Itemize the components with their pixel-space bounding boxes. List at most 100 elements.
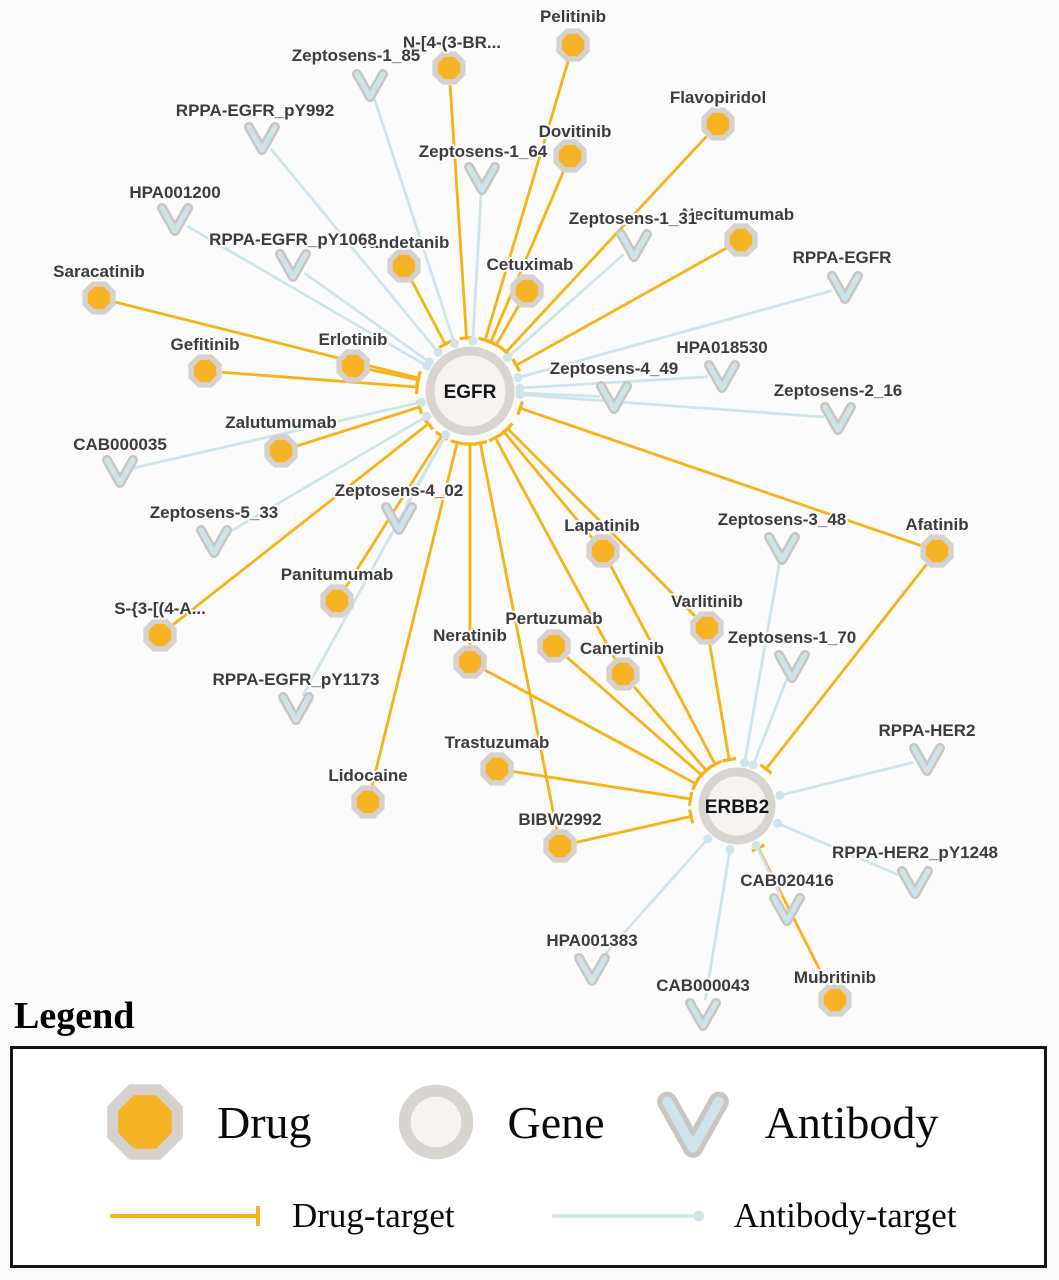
drug-node-trastuzumab: [480, 752, 514, 786]
node-label-rppa-her2-py1248: RPPA-HER2_pY1248: [832, 843, 998, 862]
antibody-node-glyph-zeptosens-2_16: [822, 404, 854, 433]
drug-target-edge-vandetanib-egfr: [410, 280, 447, 345]
edge-tee-trastuzumab: [687, 791, 694, 807]
node-label-lidocaine: Lidocaine: [328, 766, 407, 785]
edge-dot-zeptosens-2_16: [515, 390, 525, 400]
drug-node-necitumumab: [724, 223, 758, 257]
antibody-target-edge-cab000043-erbb2: [703, 849, 732, 1001]
antibody-target-edge-rppa-egfr-py992-egfr: [269, 147, 440, 354]
node-label-zeptosens-1_85: Zeptosens-1_85: [292, 46, 421, 65]
drug-target-edge-flavopiridol-egfr: [505, 135, 708, 354]
edge-tee-bibw2992: [688, 809, 695, 824]
antibody-node-glyph-zeptosens-3_48: [766, 534, 798, 563]
drug-node-s3-4a: [143, 618, 177, 652]
drug-target-edge-pertuzumab-erbb2: [565, 656, 703, 777]
node-label-zeptosens-1_70: Zeptosens-1_70: [728, 628, 857, 647]
node-label-zeptosens-4_02: Zeptosens-4_02: [335, 481, 464, 500]
drug-node-neratinib: [453, 645, 487, 679]
drug-target-edge-lapatinib-egfr: [502, 430, 594, 539]
edge-dot-rppa-egfr-py992: [433, 347, 443, 357]
edge-dot-cab000043: [725, 844, 735, 854]
node-label-saracatinib: Saracatinib: [53, 262, 145, 281]
drug-node-afatinib: [920, 534, 954, 568]
edge-tee-canertinib: [488, 432, 503, 443]
node-label-zeptosens-4_49: Zeptosens-4_49: [550, 359, 679, 378]
antibody-node-glyph-rppa-her2-py1248: [899, 868, 931, 897]
drug-node-saracatinib: [82, 281, 116, 315]
antibody-node-glyph-cab000043: [687, 1000, 719, 1029]
node-label-mubritinib: Mubritinib: [794, 968, 876, 987]
antibody-node-glyph-rppa-egfr-py992: [246, 124, 278, 153]
antibody-node-glyph-rppa-her2: [911, 745, 943, 774]
edge-dot-rppa-egfr: [513, 373, 523, 383]
legend-item-drug: Drug: [99, 1076, 312, 1168]
antibody-target-edge-icon: [551, 1210, 705, 1222]
node-label-bibw2992: BIBW2992: [518, 810, 601, 829]
drug-node-lapatinib: [586, 534, 620, 568]
antibody-target-edge-rppa-her2-py1248-erbb2: [776, 821, 903, 878]
antibody-target-edge-rppa-egfr-py1068-egfr: [303, 271, 431, 364]
edge-tee-afatinib: [516, 401, 524, 416]
legend-item-drug-target: Drug-target: [108, 1196, 455, 1236]
drug-node-bibw2992: [543, 829, 577, 863]
node-label-varlitinib: Varlitinib: [671, 592, 743, 611]
drug-node-vandetanib: [387, 249, 421, 283]
node-label-hpa018530: HPA018530: [676, 338, 767, 357]
node-label-pelitinib: Pelitinib: [540, 7, 606, 26]
legend-drug-target-label: Drug-target: [292, 1196, 455, 1235]
edge-dot-rppa-egfr-py1173: [441, 430, 451, 440]
antibody-target-edge-cab020416-erbb2: [754, 844, 783, 898]
antibody-target-edge-zeptosens-4_49-egfr: [519, 391, 601, 398]
node-label-dovitinib: Dovitinib: [539, 122, 612, 141]
gene-label-erbb2: ERBB2: [705, 797, 769, 818]
node-label-zeptosens-3_48: Zeptosens-3_48: [718, 510, 847, 529]
node-label-rppa-egfr-py992: RPPA-EGFR_pY992: [176, 101, 334, 120]
drug-target-edge-bibw2992-egfr: [478, 442, 559, 830]
legend-drug-label: Drug: [217, 1096, 312, 1148]
node-label-rppa-egfr-py1173: RPPA-EGFR_pY1173: [213, 670, 380, 689]
drug-target-edge-pelitinib-egfr: [483, 60, 570, 341]
antibody-node-glyph-rppa-egfr: [829, 273, 861, 302]
node-label-cab000043: CAB000043: [656, 976, 750, 995]
antibody-target-edge-zeptosens-3_48-erbb2: [743, 561, 781, 763]
drug-target-edge-gefitinib-egfr: [221, 370, 418, 389]
node-label-zeptosens-1_64: Zeptosens-1_64: [419, 142, 548, 161]
drug-target-edge-varlitinib-egfr: [506, 427, 696, 617]
antibody-node-glyph-zeptosens-1_70: [776, 652, 808, 681]
node-label-flavopiridol: Flavopiridol: [670, 88, 766, 107]
edge-dot-zeptosens-1_70: [748, 760, 758, 770]
edge-dot-rppa-her2: [775, 790, 785, 800]
drug-target-edge-afatinib-erbb2: [764, 563, 928, 770]
node-label-erlotinib: Erlotinib: [319, 330, 388, 349]
node-label-pertuzumab: Pertuzumab: [505, 609, 602, 628]
legend-edge-row: Drug-target Antibody-target: [13, 1181, 1044, 1251]
legend-box: Drug Gene Antibody: [10, 1046, 1047, 1268]
legend-node-row: Drug Gene Antibody: [13, 1049, 1044, 1181]
node-label-necitumumab: Necitumumab: [682, 205, 794, 224]
node-label-zalutumumab: Zalutumumab: [225, 413, 336, 432]
drug-node-varlitinib: [690, 611, 724, 645]
drug-target-edge-canertinib-erbb2: [633, 685, 708, 772]
drug-target-edge-neratinib-erbb2: [484, 668, 697, 785]
edge-dot-zeptosens-1_85: [449, 338, 459, 348]
legend-title: Legend: [14, 995, 135, 1037]
edge-dot-zeptosens-5_33: [422, 411, 432, 421]
node-label-zeptosens-1_31: Zeptosens-1_31: [569, 209, 698, 228]
antibody-target-edge-rppa-egfr-py1173-egfr: [301, 434, 448, 697]
node-label-canertinib: Canertinib: [580, 639, 664, 658]
drug-target-edge-s3-4a-egfr: [172, 422, 430, 626]
edge-dot-zeptosens-3_48: [740, 758, 750, 768]
gene-node-erbb2: [698, 767, 776, 845]
antibody-target-edge-zeptosens-1_85-egfr: [373, 97, 456, 344]
antibody-node-glyph-zeptosens-1_85: [354, 71, 386, 100]
antibody-node-glyph-zeptosens-1_31: [618, 231, 650, 260]
drug-target-edge-bibw2992-erbb2: [576, 814, 692, 844]
drug-icon: [107, 1084, 183, 1160]
drug-target-edge-icon: [110, 1206, 260, 1226]
drug-node-dovitinib: [553, 139, 587, 173]
drug-node-pertuzumab: [537, 629, 571, 663]
edge-dot-hpa001383: [703, 834, 713, 844]
drug-target-edge-n4-3br-egfr: [448, 84, 468, 339]
antibody-target-edge-rppa-her2-erbb2: [779, 761, 914, 797]
